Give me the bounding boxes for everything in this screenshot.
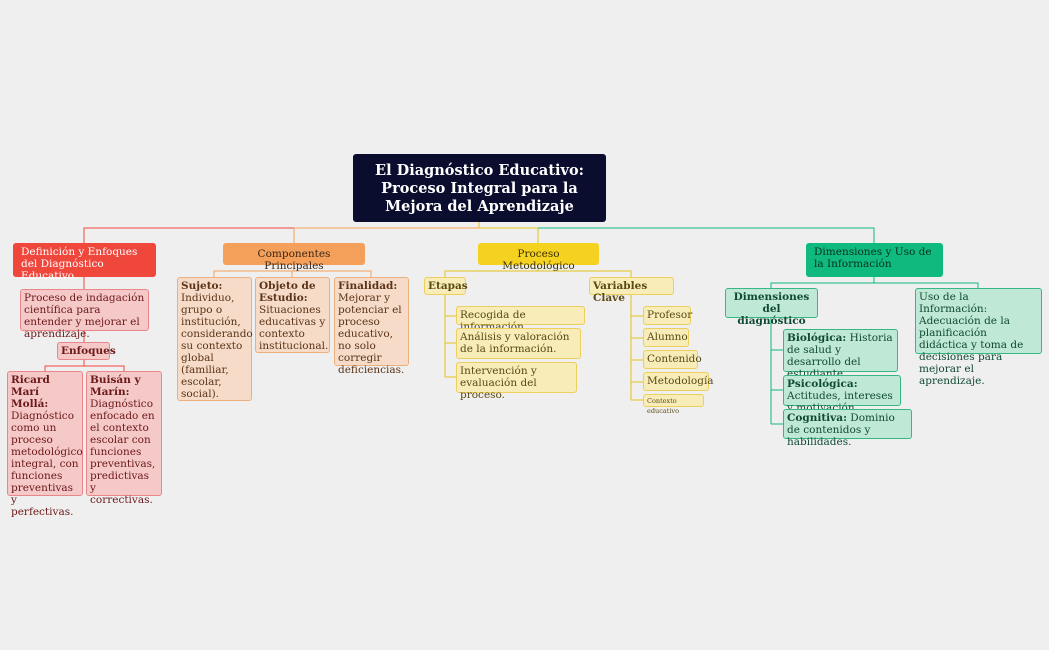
connector-root-red bbox=[83, 222, 480, 243]
dimension-biologica[interactable]: Biológica: Historia de salud y desarroll… bbox=[783, 329, 898, 380]
connector-root-yellow bbox=[478, 222, 539, 243]
variables-label[interactable]: Variables Clave bbox=[589, 277, 674, 304]
item-heading: Sujeto: bbox=[181, 280, 223, 292]
dim-heading: Psicológica: bbox=[787, 378, 858, 390]
topic-componentes[interactable]: Componentes Principales bbox=[223, 243, 365, 272]
card-text: Diagnóstico como un proceso metodológico… bbox=[11, 410, 83, 518]
topic-dimensiones[interactable]: Dimensiones y Uso de la Información bbox=[806, 243, 943, 277]
dimension-cognitiva[interactable]: Cognitiva: Dominio de contenidos y habil… bbox=[783, 409, 912, 448]
card-text: Diagnóstico enfocado en el contexto esco… bbox=[90, 398, 156, 506]
uso-text: Adecuación de la planificación didáctica… bbox=[919, 315, 1024, 387]
componente-finalidad[interactable]: Finalidad: Mejorar y potenciar el proces… bbox=[334, 277, 409, 376]
etapa-item[interactable]: Análisis y valoración de la información. bbox=[456, 328, 581, 359]
variable-item[interactable]: Profesor bbox=[643, 306, 692, 325]
uso-informacion[interactable]: Uso de la Información: Adecuación de la … bbox=[915, 288, 1042, 387]
etapa-item[interactable]: Intervención y evaluación del proceso. bbox=[456, 362, 577, 401]
variable-item[interactable]: Contenido bbox=[643, 350, 702, 369]
dimension-psicologica[interactable]: Psicológica: Actitudes, intereses y moti… bbox=[783, 375, 901, 414]
connector-green-dims bbox=[770, 318, 783, 425]
connector-orange-items bbox=[213, 265, 372, 277]
dim-heading: Biológica: bbox=[787, 332, 847, 344]
connector-red-cards bbox=[44, 360, 125, 371]
enfoques-label[interactable]: Enfoques bbox=[57, 342, 116, 360]
card-heading: Buisán y Marín: bbox=[90, 374, 141, 398]
root-title-line-2: Proceso Integral para la bbox=[381, 180, 578, 197]
enfoque-card-buisan-marin[interactable]: Buisán y Marín: Diagnóstico enfocado en … bbox=[86, 371, 162, 506]
item-text: Mejorar y potenciar el proceso educativo… bbox=[338, 292, 405, 376]
item-heading: Objeto de Estudio: bbox=[259, 280, 316, 304]
uso-heading: Uso de la Información: bbox=[919, 291, 988, 315]
root-topic[interactable]: El Diagnóstico Educativo: Proceso Integr… bbox=[353, 154, 606, 222]
card-heading: Ricard Marí Mollá: bbox=[11, 374, 50, 410]
connector-green-children bbox=[770, 277, 979, 288]
connector-yellow-vars-list bbox=[630, 295, 643, 401]
root-title-line-1: El Diagnóstico Educativo: bbox=[375, 162, 584, 179]
connector-yellow-etapas-list bbox=[444, 295, 456, 378]
item-text: Situaciones educativas y contexto instit… bbox=[259, 304, 329, 352]
topic-proceso[interactable]: Proceso Metodológico bbox=[478, 243, 599, 272]
componente-objeto[interactable]: Objeto de Estudio: Situaciones educativa… bbox=[255, 277, 330, 353]
dim-heading: Cognitiva: bbox=[787, 412, 847, 424]
componente-sujeto[interactable]: Sujeto: Individuo, grupo o institución, … bbox=[177, 277, 253, 401]
variable-item[interactable]: Contexto educativo bbox=[643, 394, 704, 415]
connector-yellow-etapas bbox=[444, 265, 632, 277]
dim-text: Dominio de contenidos y habilidades. bbox=[787, 412, 895, 448]
dimensiones-label[interactable]: Dimensiones del diagnóstico bbox=[725, 288, 818, 327]
enfoque-card-marin-molla[interactable]: Ricard Marí Mollá: Diagnóstico como un p… bbox=[7, 371, 83, 518]
item-text: Individuo, grupo o institución, consider… bbox=[181, 292, 253, 400]
etapa-item[interactable]: Recogida de información. bbox=[456, 306, 585, 333]
connector-root-green bbox=[538, 227, 875, 243]
root-title-line-3: Mejora del Aprendizaje bbox=[385, 198, 574, 215]
topic-definicion[interactable]: Definición y Enfoques del Diagnóstico Ed… bbox=[13, 243, 156, 282]
variable-item[interactable]: Alumno bbox=[643, 328, 689, 347]
variable-item[interactable]: Metodología bbox=[643, 372, 714, 391]
etapas-label[interactable]: Etapas bbox=[424, 277, 468, 295]
item-heading: Finalidad: bbox=[338, 280, 398, 292]
connector-root-orange bbox=[293, 227, 479, 243]
definicion-description[interactable]: Proceso de indagación científica para en… bbox=[20, 289, 149, 340]
